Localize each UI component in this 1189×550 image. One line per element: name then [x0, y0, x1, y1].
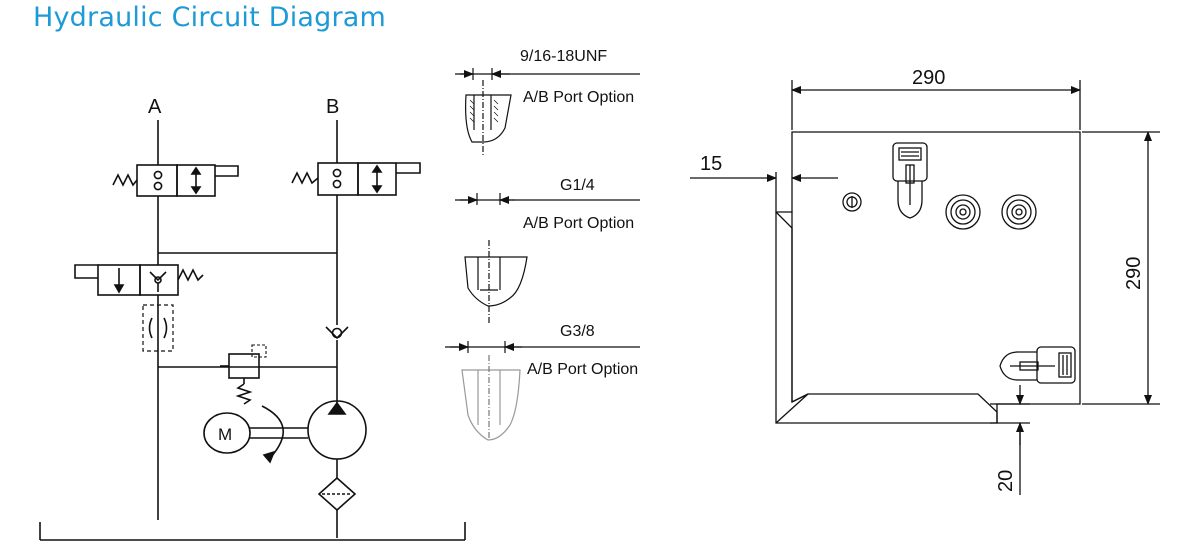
relief-valve — [220, 344, 267, 405]
port-options: 9/16-18UNF A/B Port Option G1/4 — [445, 48, 640, 441]
throttle-valve — [142, 304, 174, 352]
pump — [307, 400, 367, 460]
tank — [39, 522, 466, 541]
height-dimension-label: 290 — [1123, 257, 1145, 290]
offset-dimension-label: 20 — [995, 470, 1017, 492]
port-option-caption: A/B Port Option — [527, 361, 638, 378]
pilot-check-valve-b — [291, 162, 421, 196]
mounting-plate-drawing: 290 290 15 20 — [690, 67, 1160, 495]
port-fitting-a — [945, 194, 981, 230]
hydraulic-circuit: A B — [39, 96, 466, 541]
port-fitting-b — [1001, 194, 1037, 230]
latch-top — [892, 142, 928, 219]
page-title: Hydraulic Circuit Diagram — [33, 2, 387, 33]
port-option-3: G3/8 A/B Port Option — [445, 323, 640, 441]
flange-dimension-label: 15 — [700, 153, 722, 175]
electric-motor: M — [203, 405, 308, 464]
port-option-thread: G1/4 — [560, 177, 595, 194]
latch-side — [999, 346, 1076, 384]
port-b-label: B — [326, 96, 339, 118]
width-dimension-label: 290 — [912, 67, 945, 89]
port-a-label: A — [148, 96, 162, 118]
port-option-caption: A/B Port Option — [523, 89, 634, 106]
filter — [317, 476, 357, 512]
solenoid-valve — [74, 264, 204, 296]
port-option-caption: A/B Port Option — [523, 215, 634, 232]
pilot-check-valve-a — [112, 164, 239, 197]
port-option-thread: G3/8 — [560, 323, 595, 340]
ground-screw — [842, 192, 862, 212]
check-valve — [325, 326, 349, 340]
port-option-1: 9/16-18UNF A/B Port Option — [455, 48, 640, 155]
motor-label: M — [218, 425, 232, 444]
port-option-2: G1/4 A/B Port Option — [455, 177, 640, 325]
port-option-thread: 9/16-18UNF — [520, 48, 607, 65]
